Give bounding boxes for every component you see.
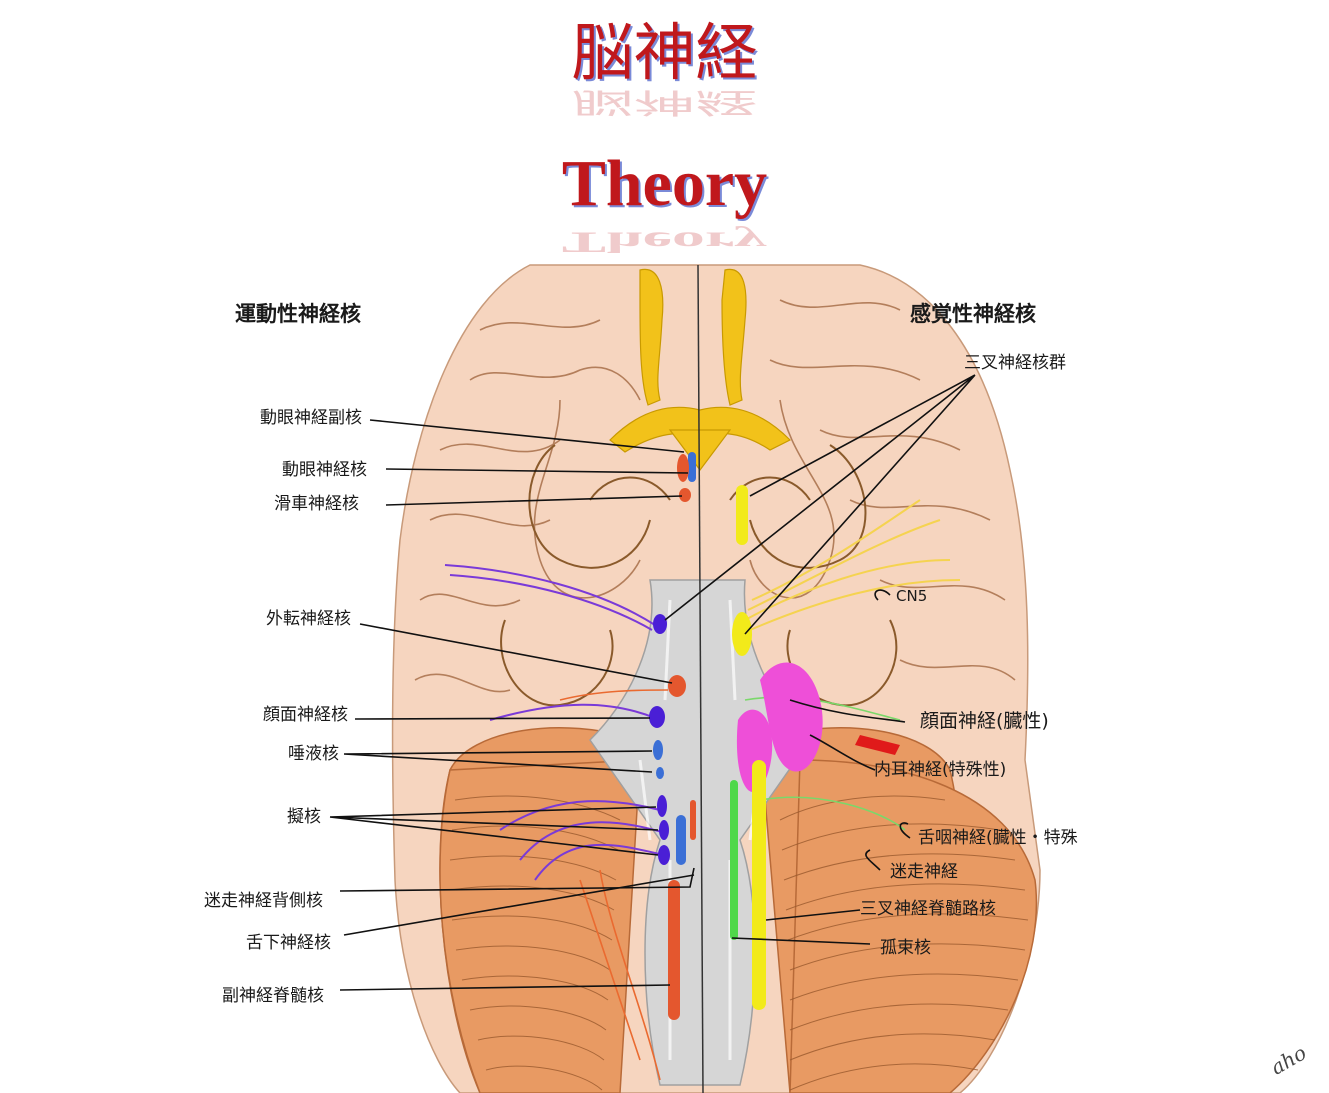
oculomotor-nucleus-blue xyxy=(688,452,696,482)
hypoglossal-nucleus xyxy=(690,800,696,840)
facial-motor-nucleus xyxy=(649,706,665,728)
trigeminal-mesencephalic-nucleus xyxy=(736,485,748,545)
heading-sensory-nuclei: 感覚性神経核 xyxy=(910,302,1036,326)
title-japanese: 脳神経 xyxy=(571,16,758,89)
trigeminal-main-nucleus xyxy=(732,612,752,656)
label-nucleus-ambiguus: 擬核 xyxy=(287,807,321,827)
label-facial-nucleus: 顔面神経核 xyxy=(263,705,348,725)
label-cn5: CN5 xyxy=(896,587,928,605)
line-accessory-oculomotor xyxy=(369,419,685,453)
abducens-nucleus xyxy=(653,614,667,634)
line-spinal-trigeminal xyxy=(765,909,861,921)
salivatory-nucleus-1 xyxy=(653,740,663,760)
midline xyxy=(697,264,704,1093)
line-trigeminal-group xyxy=(664,374,976,635)
label-trigeminal-nuclei-group: 三叉神経核群 xyxy=(964,353,1066,373)
heading-motor-nuclei: 運動性神経核 xyxy=(235,302,361,326)
temporal-lobes xyxy=(500,444,898,707)
label-accessory-spinal-nucleus: 副神経脊髄核 xyxy=(222,986,324,1006)
label-vestibulocochlear-nerve: 内耳神経(特殊性) xyxy=(874,760,1007,780)
nuclei xyxy=(649,452,900,1020)
line-facial xyxy=(354,717,651,720)
vestibular-nuclei xyxy=(760,662,823,772)
line-hypoglossal xyxy=(343,874,695,936)
cerebellum xyxy=(439,727,1038,1093)
oculomotor-nucleus xyxy=(677,454,689,482)
line-vagus xyxy=(865,849,881,871)
line-cn5 xyxy=(874,589,891,601)
label-glossopharyngeal-nerve: 舌咽神経(臓性・特殊 xyxy=(918,828,1078,848)
line-accessory-spinal xyxy=(339,984,671,991)
line-dorsal-vagal xyxy=(339,867,695,892)
ambiguus-nucleus-2 xyxy=(659,820,669,840)
ambiguus-nucleus-3 xyxy=(658,845,670,865)
label-salivatory-nucleus: 唾液核 xyxy=(288,744,339,764)
line-salivatory xyxy=(343,750,653,773)
label-abducens-nucleus: 外転神経核 xyxy=(266,609,351,629)
label-vagus-nerve: 迷走神経 xyxy=(890,862,958,882)
line-ambiguus xyxy=(329,806,659,856)
line-glossopharyngeal xyxy=(899,822,911,839)
leader-lines-right xyxy=(664,374,976,945)
label-oculomotor-nucleus: 動眼神経核 xyxy=(282,460,367,480)
line-inner-ear xyxy=(809,734,876,771)
label-accessory-oculomotor-nucleus: 動眼神経副核 xyxy=(260,408,362,428)
dorsal-vagal-nucleus xyxy=(676,815,686,865)
label-dorsal-vagal-nucleus: 迷走神経背側核 xyxy=(204,891,323,911)
line-solitary xyxy=(731,937,871,945)
line-oculomotor xyxy=(385,468,689,474)
line-trochlear xyxy=(385,495,683,506)
line-facial-nerve xyxy=(789,699,906,723)
motor-fibres xyxy=(444,564,665,881)
label-solitary-nucleus: 孤束核 xyxy=(880,938,931,958)
leader-lines-left xyxy=(329,419,695,991)
solitary-nucleus xyxy=(730,780,738,940)
label-trochlear-nucleus: 滑車神経核 xyxy=(274,494,359,514)
cerebellum-folia xyxy=(449,795,1029,1091)
accessory-fibres xyxy=(559,689,669,1081)
label-facial-nerve-visceral: 顔面神経(臓性) xyxy=(920,710,1049,732)
salivatory-nucleus-2 xyxy=(656,767,664,779)
ambiguus-nucleus-1 xyxy=(657,795,667,817)
accessory-spinal-nucleus xyxy=(668,880,680,1020)
label-hypoglossal-nucleus: 舌下神経核 xyxy=(246,933,331,953)
optic-olfactory-nerves xyxy=(609,268,792,471)
facial-nucleus xyxy=(668,675,686,697)
label-spinal-trigeminal-nucleus: 三叉神経脊髄路核 xyxy=(860,899,996,919)
title-english: Theory xyxy=(561,147,768,220)
spinal-trigeminal-nucleus xyxy=(752,760,766,1010)
line-abducens xyxy=(359,623,673,684)
facial-nerve-red xyxy=(855,735,900,755)
trochlear-nucleus xyxy=(679,488,691,502)
